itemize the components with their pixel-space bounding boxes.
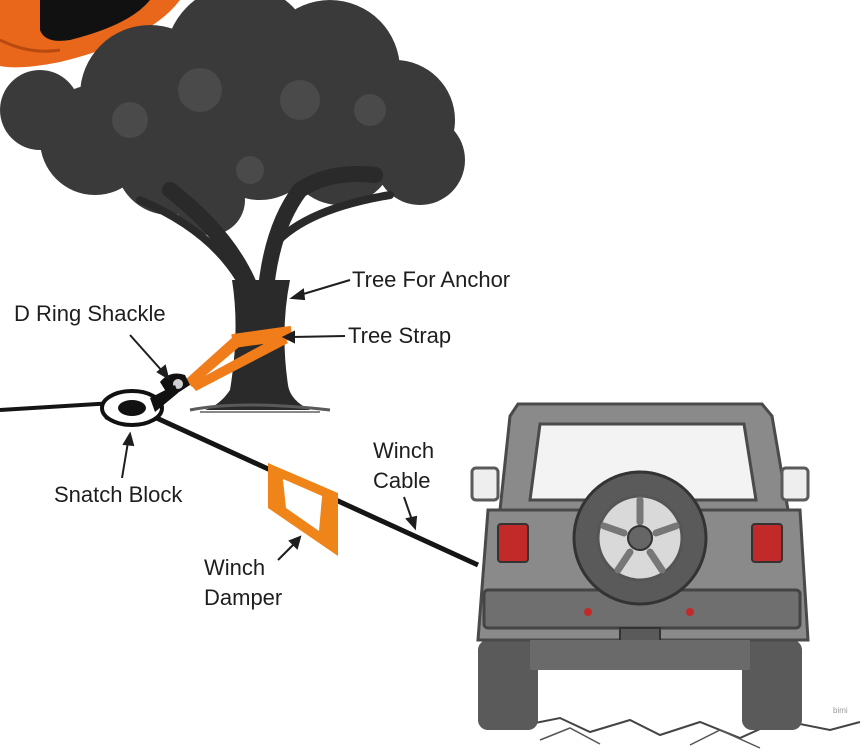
label-snatch-block: Snatch Block — [54, 482, 183, 507]
snatch-block-icon — [100, 385, 178, 427]
label-d-ring-shackle: D Ring Shackle — [14, 301, 166, 326]
label-tree-for-anchor: Tree For Anchor — [352, 267, 511, 292]
watermark: bimi — [833, 706, 848, 715]
damper-icon — [268, 463, 338, 556]
label-tree-strap: Tree Strap — [348, 323, 452, 348]
tree-strap — [185, 325, 293, 391]
label-winch-damper-line2: Damper — [204, 585, 283, 610]
leader-arrows — [121, 279, 418, 561]
vehicle-icon — [470, 402, 861, 749]
tree-icon — [0, 0, 465, 413]
label-winch-cable-line1: Winch — [373, 438, 435, 463]
label-winch-cable-line2: Cable — [373, 468, 431, 493]
label-winch-damper-line1: Winch — [204, 555, 266, 580]
orange-object-fragment — [0, 0, 180, 68]
